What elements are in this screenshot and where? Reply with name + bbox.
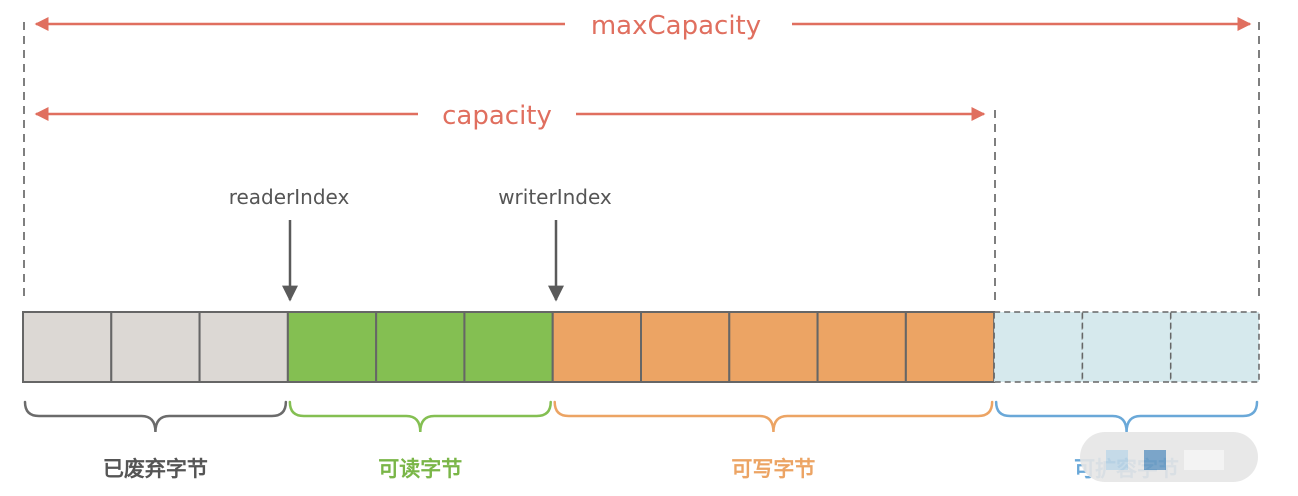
brace-writable xyxy=(553,400,994,433)
brace-discarded xyxy=(23,400,288,433)
byte-cell-writable xyxy=(816,311,907,383)
region-braces xyxy=(23,400,1259,433)
byte-cell-readable xyxy=(463,311,554,383)
byte-cell-writable xyxy=(551,311,643,383)
reader-index-label: readerIndex xyxy=(229,185,350,209)
writer-index-label: writerIndex xyxy=(498,185,612,209)
byte-cell-writable xyxy=(728,311,819,383)
byte-cell-readable xyxy=(375,311,466,383)
region-label-readable: 可读字节 xyxy=(378,457,462,481)
byte-cell-writable xyxy=(904,311,996,383)
brace-readable xyxy=(288,400,552,433)
byte-cells xyxy=(22,311,1260,383)
byte-cell-readable xyxy=(286,311,378,383)
watermark-blur xyxy=(1080,432,1258,482)
byte-cell-discarded xyxy=(198,311,289,383)
capacity-label: capacity xyxy=(442,101,552,131)
region-labels: 已废弃字节可读字节可写字节可扩容字节 xyxy=(103,457,1179,481)
byte-cell-expandable xyxy=(993,311,1084,383)
byte-cell-discarded xyxy=(22,311,113,383)
region-label-writable: 可写字节 xyxy=(731,457,815,481)
byte-cell-expandable xyxy=(1169,311,1260,383)
byte-cell-discarded xyxy=(110,311,201,383)
byte-cell-expandable xyxy=(1081,311,1172,383)
region-label-discarded: 已废弃字节 xyxy=(103,457,208,481)
byte-cell-writable xyxy=(640,311,731,383)
brace-expandable xyxy=(994,400,1259,433)
max-capacity-label: maxCapacity xyxy=(591,11,761,41)
